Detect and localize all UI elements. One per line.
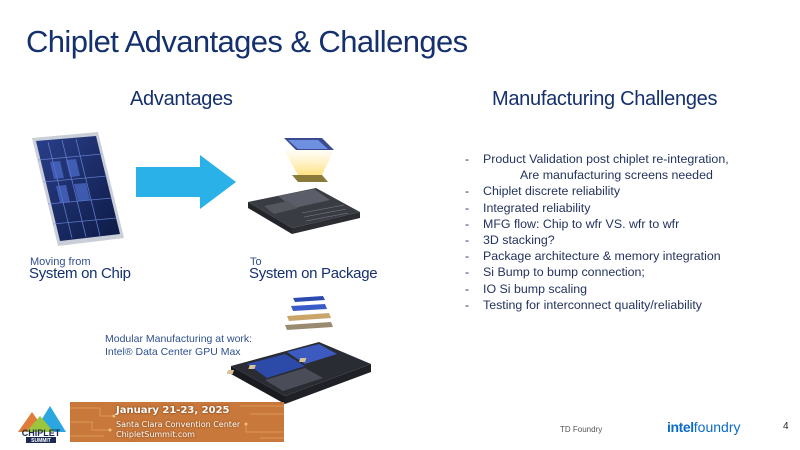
gpu-max-exploded-image (226, 296, 371, 404)
dash-marker: - (465, 233, 470, 248)
footer-td-label: TD Foundry (560, 425, 603, 434)
system-on-chip-label: System on Chip (29, 265, 131, 282)
challenge-item: -Si Bump to bump connection; (465, 265, 645, 280)
modular-caption-line1: Modular Manufacturing at work: (105, 333, 253, 345)
event-banner[interactable]: January 21-23, 2025 Santa Clara Conventi… (70, 402, 284, 442)
intel-foundry-logo: intelfoundry (667, 419, 741, 435)
dash-marker: - (465, 249, 470, 264)
banner-venue: Santa Clara Convention Center (116, 420, 241, 429)
circuit-pattern-decoration (70, 405, 284, 439)
dash-marker: - (465, 281, 470, 296)
challenge-item: -3D stacking? (465, 233, 555, 248)
challenges-heading: Manufacturing Challenges (492, 88, 718, 110)
slide-title: Chiplet Advantages & Challenges (26, 24, 468, 59)
moving-from-label: Moving from (30, 256, 91, 268)
challenge-item: -Chiplet discrete reliability (465, 184, 621, 199)
advantages-heading: Advantages (130, 88, 233, 110)
challenge-item: -Testing for interconnect quality/reliab… (465, 297, 703, 312)
challenges-list: -Product Validation post chiplet re-inte… (462, 151, 792, 313)
challenge-item: -Package architecture & memory integrati… (465, 249, 721, 264)
banner-date: January 21-23, 2025 (116, 405, 230, 416)
dash-marker: - (465, 184, 470, 199)
soc-chip-image (32, 132, 124, 246)
page-number: 4 (783, 421, 789, 432)
to-label: To (250, 256, 262, 268)
challenge-item: -IO Si bump scaling (465, 281, 587, 296)
system-on-package-label: System on Package (249, 265, 378, 282)
svg-text:SUMMIT: SUMMIT (31, 438, 51, 444)
dash-marker: - (465, 200, 470, 215)
challenge-item: -MFG flow: Chip to wfr VS. wfr to wfr (465, 216, 680, 231)
chiplet-summit-logo: CHIPLET SUMMIT (18, 406, 66, 444)
challenge-item-continuation: Are manufacturing screens needed (520, 168, 713, 183)
svg-text:CHIPLET: CHIPLET (22, 428, 61, 438)
challenge-item: -Product Validation post chiplet re-inte… (465, 152, 729, 166)
dash-marker: - (465, 265, 470, 280)
modular-caption-line2: Intel® Data Center GPU Max (105, 346, 241, 358)
dash-marker: - (465, 297, 470, 312)
challenge-item: -Integrated reliability (465, 200, 591, 215)
dash-marker: - (465, 216, 470, 231)
dash-marker: - (465, 152, 470, 166)
right-arrow-icon (136, 155, 236, 209)
package-stack-image (248, 138, 360, 234)
banner-url[interactable]: ChipletSummit.com (116, 430, 195, 439)
